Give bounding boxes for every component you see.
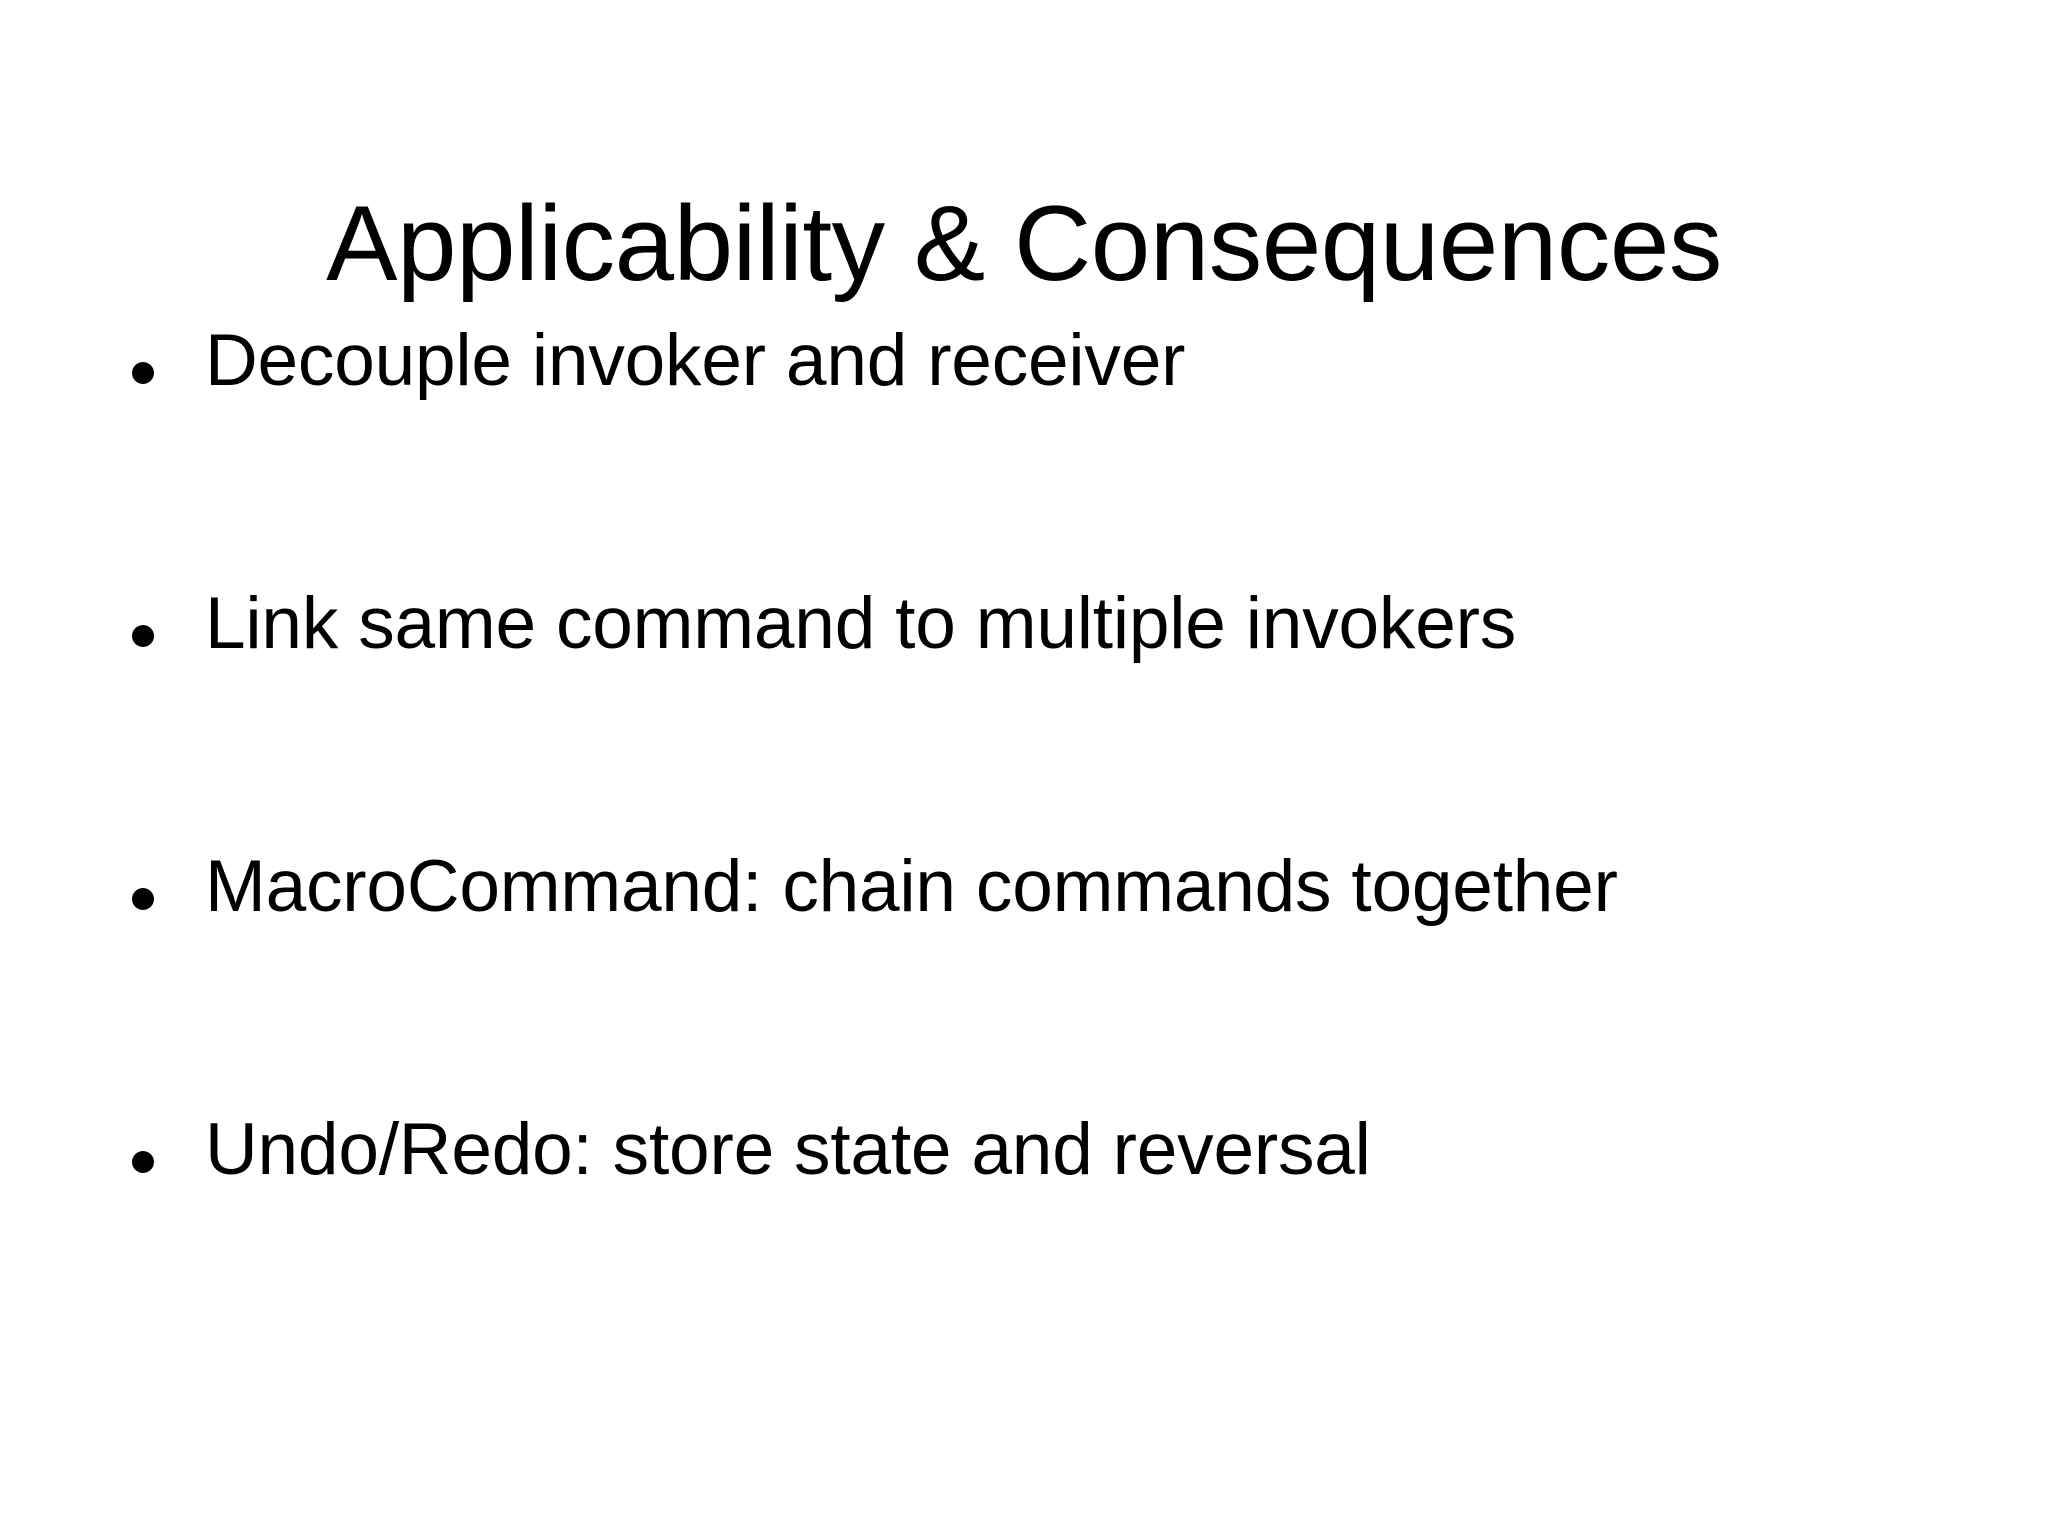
slide-title-container: Applicability & Consequences [0,110,2048,376]
list-item-label: MacroCommand: chain commands together [205,846,1618,927]
list-item: MacroCommand: chain commands together [120,844,1960,1107]
bullet-dot-icon [132,1151,154,1173]
bullet-dot-icon [132,888,154,910]
list-item: Link same command to multiple invokers [120,581,1960,844]
list-item-label: Undo/Redo: store state and reversal [205,1109,1371,1190]
bullet-dot-icon [132,362,154,384]
list-item-label: Decouple invoker and receiver [205,320,1186,401]
bullet-dot-icon [132,625,154,647]
bullet-list: Decouple invoker and receiver Link same … [120,318,1960,1370]
list-item: Decouple invoker and receiver [120,318,1960,581]
list-item-label: Link same command to multiple invokers [205,583,1516,664]
list-item: Undo/Redo: store state and reversal [120,1107,1960,1370]
page-title: Applicability & Consequences [326,182,1722,303]
